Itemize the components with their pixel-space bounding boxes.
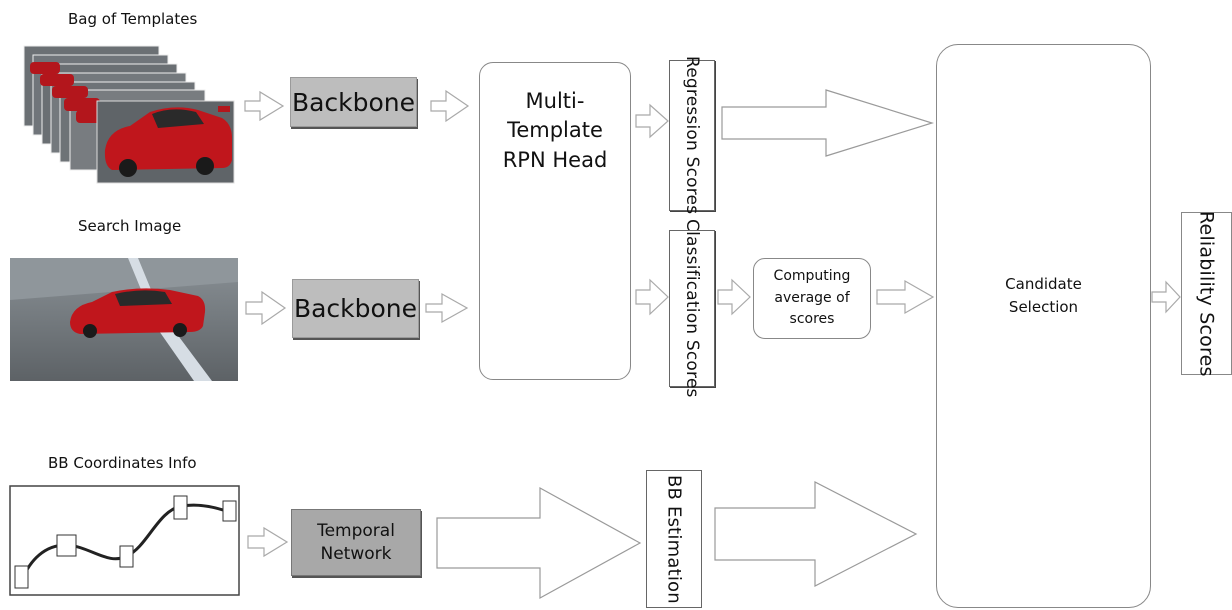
computing-line-1: Computing: [773, 267, 851, 284]
computing-average-box: Computing average of scores: [753, 258, 871, 339]
bb-estimation-label: BB Estimation: [663, 474, 685, 604]
search-image: [10, 258, 238, 381]
large-arrows: [436, 89, 935, 600]
candidate-line-1: Candidate: [1005, 275, 1082, 293]
temporal-line-1: Temporal: [317, 520, 395, 541]
multi-template-rpn-head-box: Multi- Template RPN Head: [479, 62, 631, 380]
bag-of-templates-label: Bag of Templates: [68, 10, 198, 28]
temporal-network-box: Temporal Network: [291, 509, 421, 576]
computing-line-2: average of: [774, 289, 850, 306]
rpn-head-line-2: Template: [507, 118, 603, 143]
bb-coordinates-plot: [9, 485, 240, 596]
reliability-scores-box: Reliability Scores: [1181, 210, 1232, 377]
temporal-line-2: Network: [320, 543, 392, 564]
template-image-stack: [23, 45, 235, 184]
regression-scores-label: Regression Scores: [682, 56, 702, 215]
search-image-label: Search Image: [78, 217, 182, 235]
bb-coordinates-info-label: BB Coordinates Info: [48, 454, 197, 472]
computing-line-3: scores: [789, 311, 835, 328]
classification-scores-label: Classification Scores: [682, 219, 702, 398]
regression-scores-box: Regression Scores: [669, 56, 715, 215]
small-arrows: [244, 89, 1181, 558]
reliability-scores-label: Reliability Scores: [1195, 210, 1218, 377]
bb-estimation-box: BB Estimation: [646, 470, 702, 608]
backbone-box-search: Backbone: [292, 279, 419, 338]
backbone-label: Backbone: [291, 87, 416, 117]
rpn-head-line-3: RPN Head: [502, 147, 608, 172]
rpn-head-line-1: Multi-: [525, 89, 585, 113]
backbone-label: Backbone: [293, 294, 418, 323]
backbone-box-templates: Backbone: [290, 77, 417, 127]
candidate-selection-box: Candidate Selection: [936, 44, 1151, 608]
candidate-line-2: Selection: [1008, 297, 1079, 316]
classification-scores-box: Classification Scores: [669, 219, 715, 398]
